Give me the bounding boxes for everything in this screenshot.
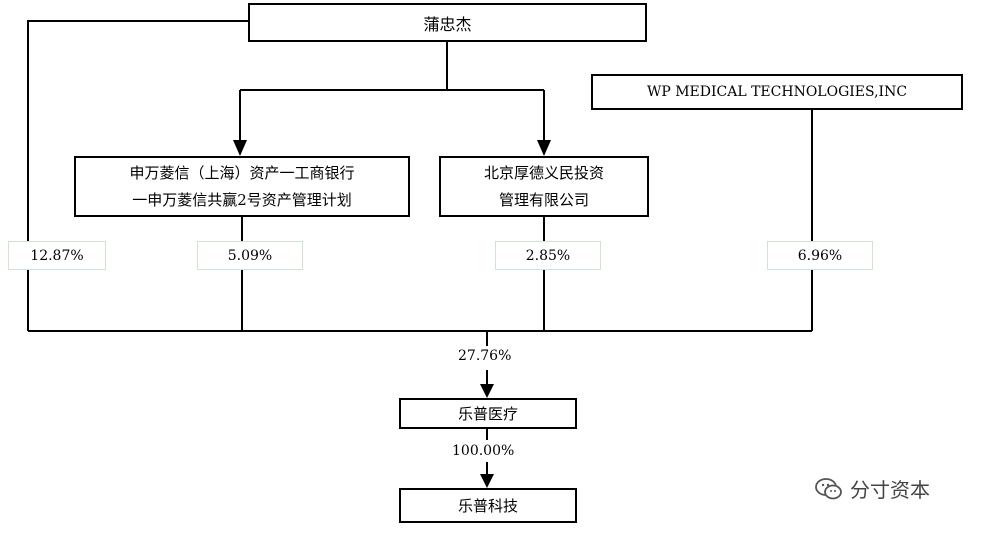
node-pu-zhongjie-label: 蒲忠杰 [423,14,472,34]
pct-shenwan: 5.09% [197,241,303,270]
node-houde: 北京厚德义民投资 管理有限公司 [439,156,649,217]
pct-combined: 27.76% [458,348,512,364]
node-pu-zhongjie: 蒲忠杰 [248,3,647,42]
node-shenwan: 申万菱信（上海）资产一工商银行 一申万菱信共赢2号资产管理计划 [74,156,410,217]
node-lepu-tech: 乐普科技 [399,488,577,523]
node-houde-line2: 管理有限公司 [498,190,589,209]
node-wp-medical-label: WP MEDICAL TECHNOLOGIES,INC [646,84,908,100]
wechat-icon [815,477,842,499]
watermark: 分寸资本 [814,474,930,503]
pct-houde: 2.85% [495,241,601,270]
watermark-text: 分寸资本 [850,478,930,502]
pct-pu-direct-value: 12.87% [30,247,84,264]
node-lepu-medical-label: 乐普医疗 [457,405,518,423]
node-lepu-tech-label: 乐普科技 [457,497,518,515]
pct-wp-value: 6.96% [797,247,843,264]
pct-wp: 6.96% [767,241,873,270]
node-wp-medical: WP MEDICAL TECHNOLOGIES,INC [591,74,963,110]
pct-pu-direct: 12.87% [8,241,106,270]
node-houde-line1: 北京厚德义民投资 [483,163,604,182]
pct-shenwan-value: 5.09% [227,247,273,264]
node-shenwan-line2: 一申万菱信共赢2号资产管理计划 [132,190,352,209]
pct-lepu-tech: 100.00% [452,443,515,459]
node-lepu-medical: 乐普医疗 [399,398,577,429]
node-shenwan-line1: 申万菱信（上海）资产一工商银行 [129,163,355,182]
pct-houde-value: 2.85% [525,247,571,264]
